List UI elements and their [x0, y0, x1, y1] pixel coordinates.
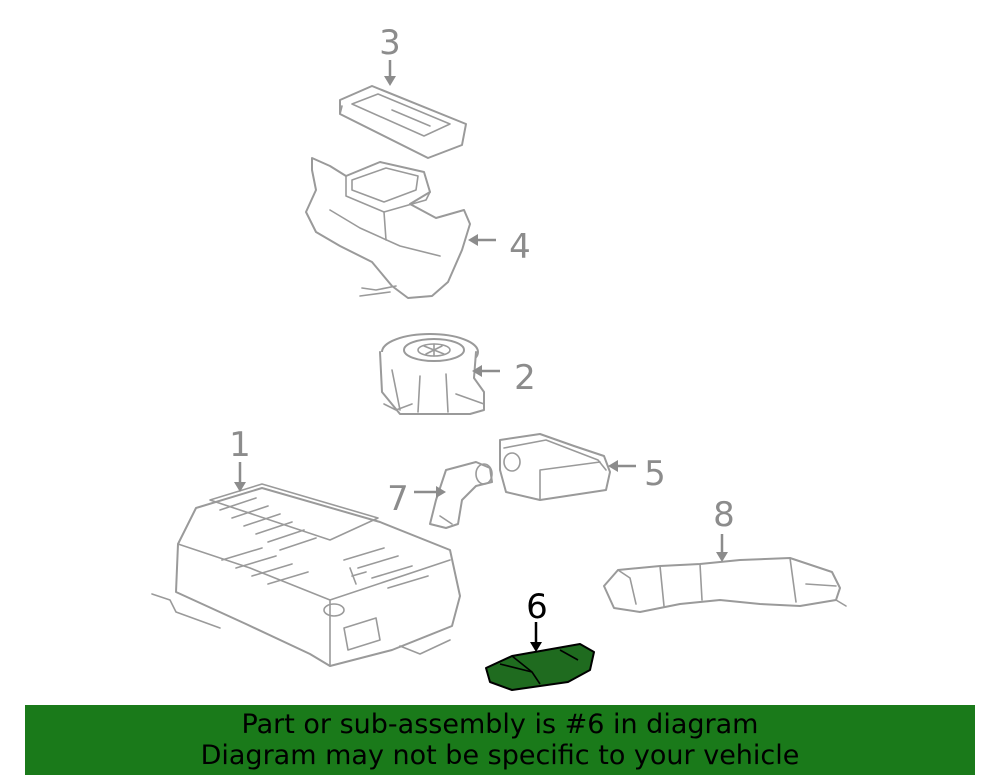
leader-3	[384, 60, 396, 86]
leader-7	[414, 486, 446, 498]
part-6-highlighted[interactable]	[485, 643, 595, 691]
callout-8[interactable]: 8	[713, 495, 735, 535]
leader-2	[472, 365, 500, 377]
callout-7[interactable]: 7	[387, 479, 409, 519]
part-7-connector-duct[interactable]	[429, 461, 493, 529]
leader-5	[608, 460, 636, 472]
callout-1[interactable]: 1	[229, 425, 251, 465]
callout-4[interactable]: 4	[509, 227, 531, 267]
part-8-long-duct[interactable]	[603, 557, 847, 613]
banner-line-2: Diagram may not be specific to your vehi…	[200, 740, 800, 771]
leader-1	[234, 462, 246, 492]
leader-8	[716, 534, 728, 562]
part-5-outlet-duct[interactable]	[499, 433, 611, 501]
info-banner: Part or sub-assembly is #6 in diagram Di…	[25, 705, 975, 775]
leader-4	[468, 234, 496, 246]
part-1-battery-pack[interactable]	[151, 483, 461, 667]
parts-diagram: 3 4 2 1 7 5 8 6	[151, 23, 847, 691]
part-4-intake-duct[interactable]	[305, 157, 471, 299]
callout-5[interactable]: 5	[644, 454, 666, 494]
banner-line-1: Part or sub-assembly is #6 in diagram	[241, 709, 759, 740]
part-2-blower[interactable]	[379, 333, 485, 415]
callout-2[interactable]: 2	[514, 358, 536, 398]
part-3-filter-cover[interactable]	[339, 85, 467, 159]
leader-6	[530, 622, 542, 652]
callout-6[interactable]: 6	[526, 587, 548, 627]
callout-3[interactable]: 3	[379, 23, 401, 63]
